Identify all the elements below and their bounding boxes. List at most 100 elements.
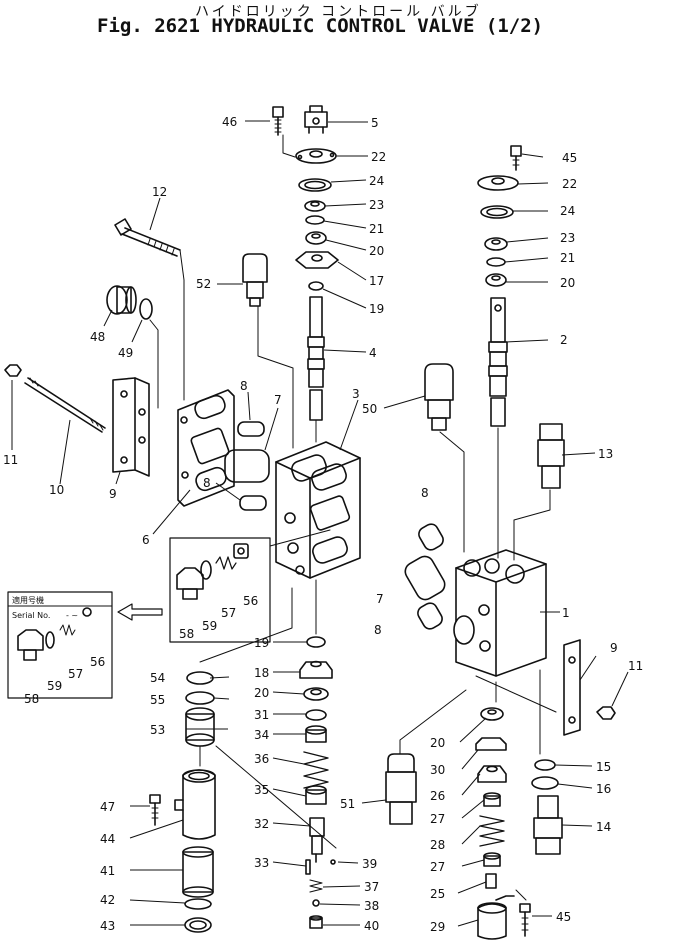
callout-39: 39: [362, 857, 377, 871]
title-japanese: ハイドロリック コントロール バルブ: [195, 4, 482, 20]
part-56-piston-inset: [233, 543, 249, 559]
part-43-seal: [184, 917, 212, 933]
callout-42: 42: [100, 893, 115, 907]
callout-8-right-top: 8: [421, 486, 429, 500]
callout-22: 22: [371, 150, 386, 164]
callout-20-lower: 20: [430, 736, 445, 750]
part-20-bushing-center: [303, 687, 329, 701]
callout-8b: 8: [203, 476, 211, 490]
callout-53: 53: [150, 723, 165, 737]
part-37-spring-small: [309, 879, 323, 893]
callout-6: 6: [142, 533, 150, 547]
callout-23-right: 23: [560, 231, 575, 245]
serial-number-box: [7, 591, 113, 699]
part-20-bushing-left: [305, 231, 327, 245]
callout-1: 1: [562, 606, 570, 620]
part-50-relief-valve: [424, 363, 454, 431]
callout-23: 23: [369, 198, 384, 212]
callout-55: 55: [150, 693, 165, 707]
callout-9: 9: [109, 487, 117, 501]
part-59-oring-box: [45, 631, 55, 649]
callout-11-right: 11: [628, 659, 643, 673]
part-8-seal-right-bottom: [417, 602, 443, 630]
callout-20: 20: [369, 244, 384, 258]
callout-48: 48: [90, 330, 105, 344]
figure-title: Fig. 2621 HYDRAULIC CONTROL VALVE (1/2): [97, 15, 544, 37]
callout-7: 7: [274, 393, 282, 407]
callout-9-right: 9: [610, 641, 618, 655]
callout-26: 26: [430, 789, 445, 803]
callout-37: 37: [364, 880, 379, 894]
callout-27-upper: 27: [430, 812, 445, 826]
part-48-plug: [106, 285, 137, 315]
part-15-oring: [534, 759, 556, 771]
part-20-bushing-lower: [480, 707, 504, 721]
callout-20-center: 20: [254, 686, 269, 700]
callout-59-box: 59: [47, 679, 62, 693]
part-45-bolt-top: [510, 145, 522, 171]
part-4-spool: [307, 296, 325, 421]
part-7-seal-right: [404, 555, 446, 601]
part-31-ring: [305, 709, 327, 721]
part-9-bracket-right: [563, 639, 581, 736]
callout-57-box: 57: [68, 667, 83, 681]
part-22-flange-upper-left: [295, 148, 337, 164]
callout-45-bottom: 45: [556, 910, 571, 924]
part-7-seal-left: [224, 449, 270, 483]
part-44-housing: [174, 769, 216, 840]
callout-24: 24: [369, 174, 384, 188]
part-27-seat-upper: [483, 792, 501, 807]
part-46-bolt: [272, 106, 284, 136]
part-1-main-body: [453, 549, 547, 677]
part-54-oring: [186, 671, 214, 685]
callout-56-box: 56: [90, 655, 105, 669]
part-22-flange-right: [477, 175, 519, 191]
callout-54: 54: [150, 671, 165, 685]
part-57-spring-inset: [215, 556, 237, 570]
part-24-gasket-right: [480, 205, 514, 219]
part-12-tie-bolt: [114, 218, 181, 257]
callout-13: 13: [598, 447, 613, 461]
part-21-ring-right: [486, 257, 506, 267]
callout-17: 17: [369, 274, 384, 288]
part-32-valve-stem: [309, 817, 325, 863]
callout-31: 31: [254, 708, 269, 722]
callout-27-lower: 27: [430, 860, 445, 874]
part-38-ball: [312, 899, 320, 907]
callout-43: 43: [100, 919, 115, 933]
callout-18: 18: [254, 666, 269, 680]
callout-30: 30: [430, 763, 445, 777]
part-11-nut-right: [596, 706, 616, 720]
part-8-seal-left-bottom: [239, 495, 267, 511]
part-8-seal-left-top: [237, 421, 265, 437]
part-13-check-valve: [537, 423, 565, 489]
part-9-bracket-left: [112, 377, 150, 477]
callout-2: 2: [560, 333, 568, 347]
part-27-seat-lower: [483, 852, 501, 867]
part-35-seat: [305, 785, 327, 805]
callout-50: 50: [362, 402, 377, 416]
part-14-check-valve: [533, 795, 563, 855]
callout-20-right: 20: [560, 276, 575, 290]
part-49-oring: [139, 298, 153, 320]
part-53-sleeve: [185, 707, 215, 747]
callout-11: 11: [3, 453, 18, 467]
part-56-ball-box: [82, 607, 92, 617]
part-59-oring-inset: [200, 560, 212, 580]
part-5-clevis: [304, 105, 328, 134]
callout-12: 12: [152, 185, 167, 199]
part-47-bolt: [149, 794, 161, 826]
inset-relief-parts: [169, 537, 271, 643]
part-28-spring: [479, 815, 505, 847]
callout-8: 8: [240, 379, 248, 393]
part-55-ring: [185, 691, 215, 705]
callout-22-right: 22: [562, 177, 577, 191]
callout-47: 47: [100, 800, 115, 814]
callout-labels: 46 5 22 24 23 21 20 17 19 4 3 52 12 48 4…: [3, 115, 643, 934]
callout-38: 38: [364, 899, 379, 913]
part-11-nut-left: [4, 364, 22, 377]
callout-56-inset: 56: [243, 594, 258, 608]
part-58-plug-box: [17, 629, 44, 661]
part-17-plate: [295, 251, 339, 269]
part-45-bolt-bottom: [519, 903, 531, 937]
